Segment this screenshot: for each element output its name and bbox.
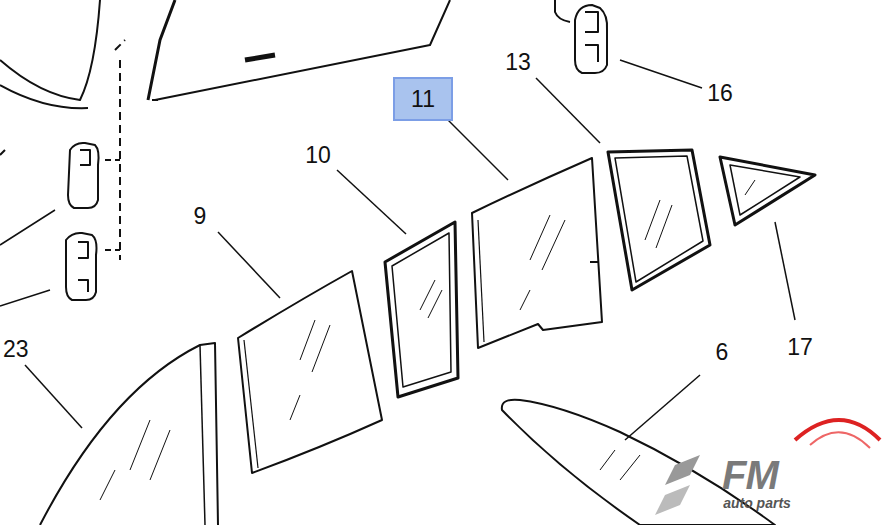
callout-number: 16 (707, 82, 733, 105)
watermark-logo: FM (722, 455, 778, 495)
callout-number: 6 (716, 341, 729, 364)
callout-number: 11 (411, 88, 435, 111)
callout-number: 23 (3, 338, 29, 361)
callout-number: 10 (305, 144, 331, 167)
callout-number: 9 (194, 205, 207, 228)
highlight-box: 11 (393, 77, 453, 121)
watermark-text: auto parts (723, 496, 791, 510)
callout-number: 13 (505, 51, 531, 74)
callout-number: 17 (787, 336, 813, 359)
